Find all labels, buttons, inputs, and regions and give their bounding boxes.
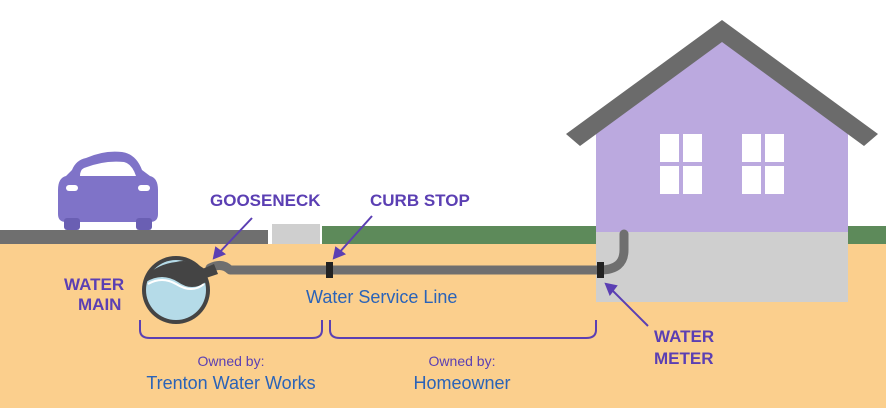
sidewalk <box>272 224 320 244</box>
water-meter-pointer <box>604 282 649 327</box>
water-meter-label-2: METER <box>654 349 714 368</box>
water-meter-label-1: WATER <box>654 327 714 346</box>
house-body <box>596 36 848 232</box>
grass-strip <box>322 226 596 244</box>
water-main-label-1: WATER <box>64 275 124 294</box>
house-basement <box>596 232 848 302</box>
road <box>0 230 268 244</box>
house-roof <box>566 20 878 146</box>
water-main-label-2: MAIN <box>78 295 121 314</box>
water-meter-device <box>597 262 604 278</box>
window-left <box>660 134 702 194</box>
water-main-pipe <box>142 256 218 324</box>
car-icon <box>58 151 158 230</box>
owned-by-left: Owned by: <box>198 353 265 369</box>
curb-stop-valve <box>326 262 333 278</box>
window-right <box>742 134 784 194</box>
gooseneck-pointer <box>212 217 253 260</box>
service-line-label: Water Service Line <box>306 287 457 307</box>
owner-homeowner: Homeowner <box>413 373 510 393</box>
bracket-homeowner <box>329 320 597 339</box>
grass-strip-right <box>848 226 886 244</box>
bracket-trenton <box>139 320 323 339</box>
curb-stop-pointer <box>332 215 373 260</box>
owned-by-right: Owned by: <box>429 353 496 369</box>
gooseneck-label: GOOSENECK <box>210 191 321 210</box>
owner-trenton-water-works: Trenton Water Works <box>146 373 315 393</box>
curb-stop-label: CURB STOP <box>370 191 470 210</box>
